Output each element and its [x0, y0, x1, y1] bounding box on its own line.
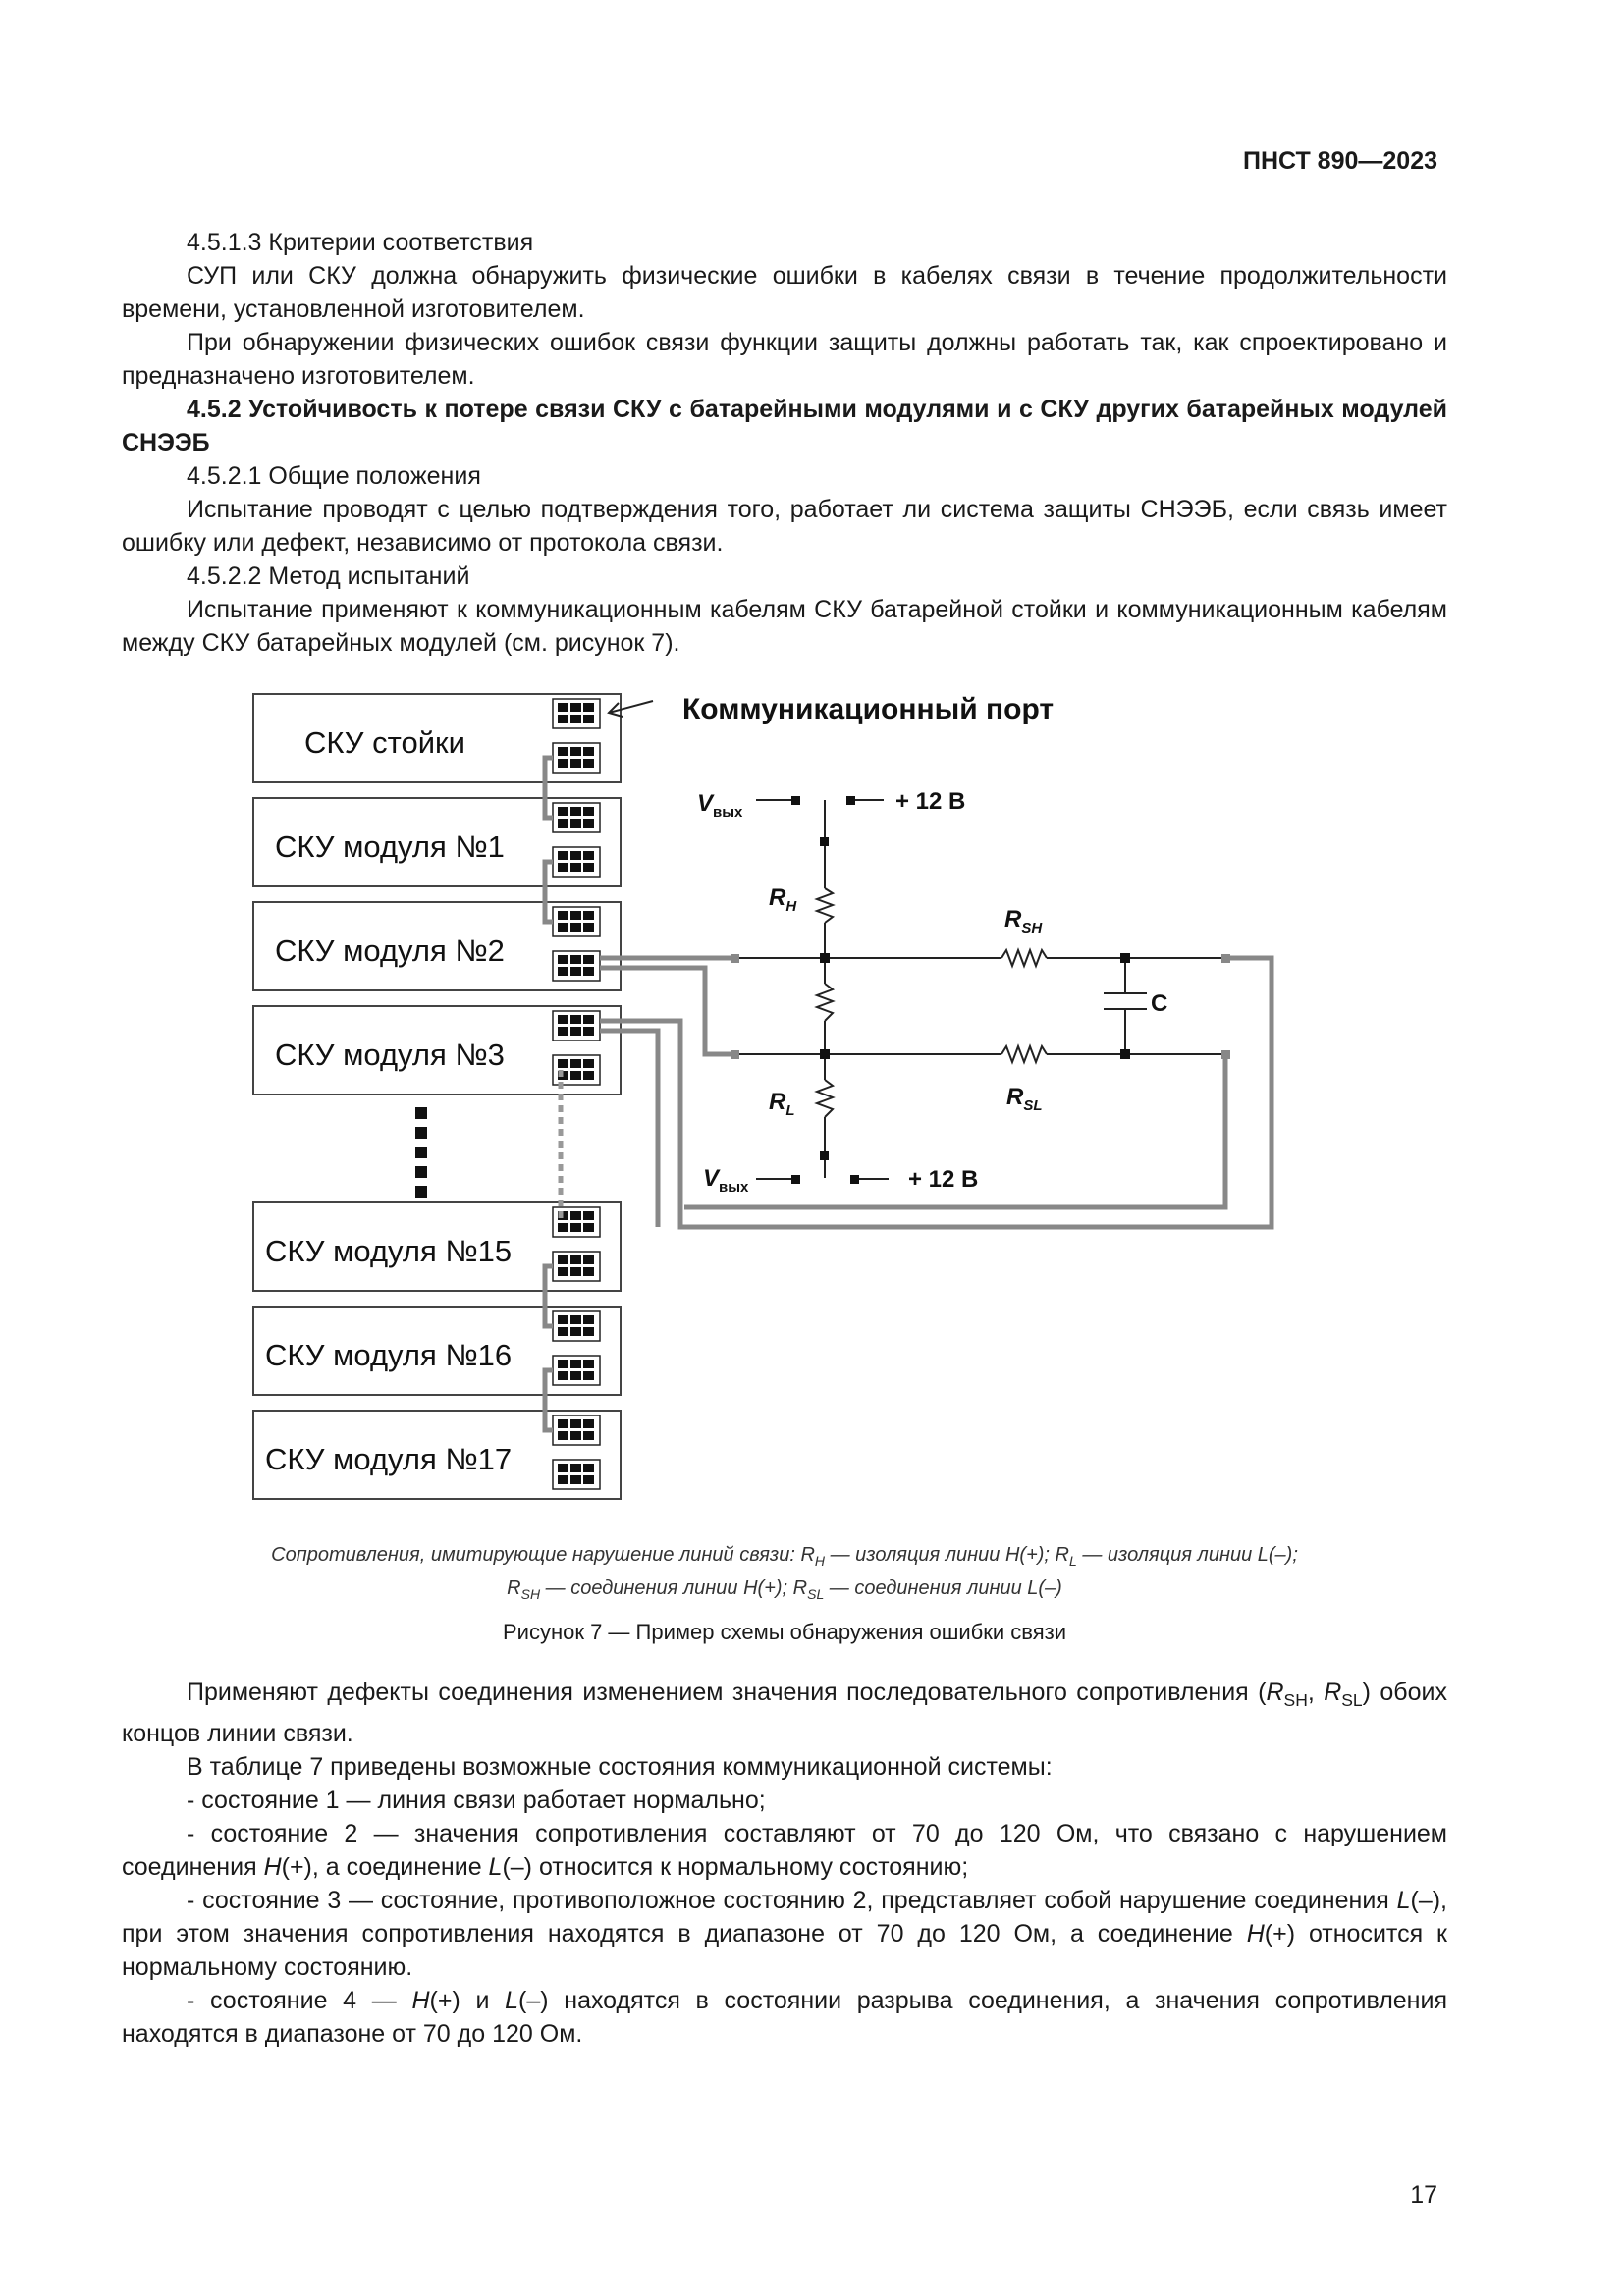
block-module-2 [252, 901, 622, 991]
svg-text:+ 12 В: + 12 В [895, 788, 965, 815]
section-after-figure: Применяют дефекты соединения изменением … [122, 1676, 1447, 2051]
page-number: 17 [1410, 2181, 1437, 2209]
block-label: СКУ стойки [304, 725, 465, 760]
svg-text:+ 12 В: + 12 В [908, 1166, 978, 1193]
svg-text:RL: RL [769, 1089, 795, 1119]
figure-note: Сопротивления, имитирующие нарушение лин… [271, 1544, 1298, 1602]
communication-ports [552, 698, 601, 1490]
block-module-15 [252, 1201, 622, 1292]
block-label: СКУ модуля №3 [275, 1038, 505, 1072]
list-item: - состояние 3 — состояние, противоположн… [122, 1887, 1447, 1981]
document-id: ПНСТ 890—2023 [1243, 147, 1437, 175]
section-4-5-1-3: 4.5.1.3 Критерии соответствия СУП или СК… [122, 226, 1447, 660]
block-module-1 [252, 797, 622, 887]
subsection-heading: 4.5.1.3 Критерии соответствия [187, 229, 534, 256]
list-item: - состояние 4 — H(+) и L(–) находятся в … [122, 1987, 1447, 2048]
svg-text:C: C [1151, 990, 1167, 1017]
svg-text:RSL: RSL [1006, 1084, 1043, 1114]
ellipsis-marks [415, 1107, 427, 1198]
block-module-3 [252, 1005, 622, 1095]
paragraph: Испытание применяют к коммуникационным к… [122, 596, 1447, 657]
svg-text:Vвых: Vвых [697, 790, 743, 821]
list-item: - состояние 2 — значения сопротивления с… [122, 1820, 1447, 1881]
block-label: СКУ модуля №16 [265, 1338, 512, 1372]
block-rack-bms [252, 693, 622, 783]
block-module-16 [252, 1306, 622, 1396]
svg-text:RH: RH [769, 884, 797, 915]
block-labels: СКУ стойки СКУ модуля №1 СКУ модуля №2 С… [265, 725, 512, 1476]
block-label: СКУ модуля №15 [265, 1234, 512, 1268]
figure-title: Рисунок 7 — Пример схемы обнаружения оши… [502, 1620, 1067, 1644]
svg-text:Vвых: Vвых [703, 1165, 749, 1196]
block-module-17 [252, 1410, 622, 1500]
list-item: - состояние 1 — линия связи работает нор… [187, 1787, 766, 1814]
paragraph: СУП или СКУ должна обнаружить физические… [122, 262, 1447, 323]
block-label: СКУ модуля №2 [275, 934, 505, 968]
section-heading: 4.5.2 Устойчивость к потере связи СКУ с … [122, 396, 1447, 456]
paragraph: Применяют дефекты соединения изменением … [122, 1679, 1447, 1747]
paragraph: Испытание проводят с целью подтверждения… [122, 496, 1447, 557]
subsection-heading: 4.5.2.1 Общие положения [187, 462, 481, 490]
paragraph: При обнаружении физических ошибок связи … [122, 329, 1447, 390]
block-label: СКУ модуля №17 [265, 1442, 512, 1476]
subsection-heading: 4.5.2.2 Метод испытаний [187, 562, 470, 590]
block-label: СКУ модуля №1 [275, 829, 505, 864]
paragraph: В таблице 7 приведены возможные состояни… [187, 1753, 1053, 1781]
svg-text:RSH: RSH [1004, 906, 1043, 936]
port-label: Коммуникационный порт [682, 693, 1054, 725]
